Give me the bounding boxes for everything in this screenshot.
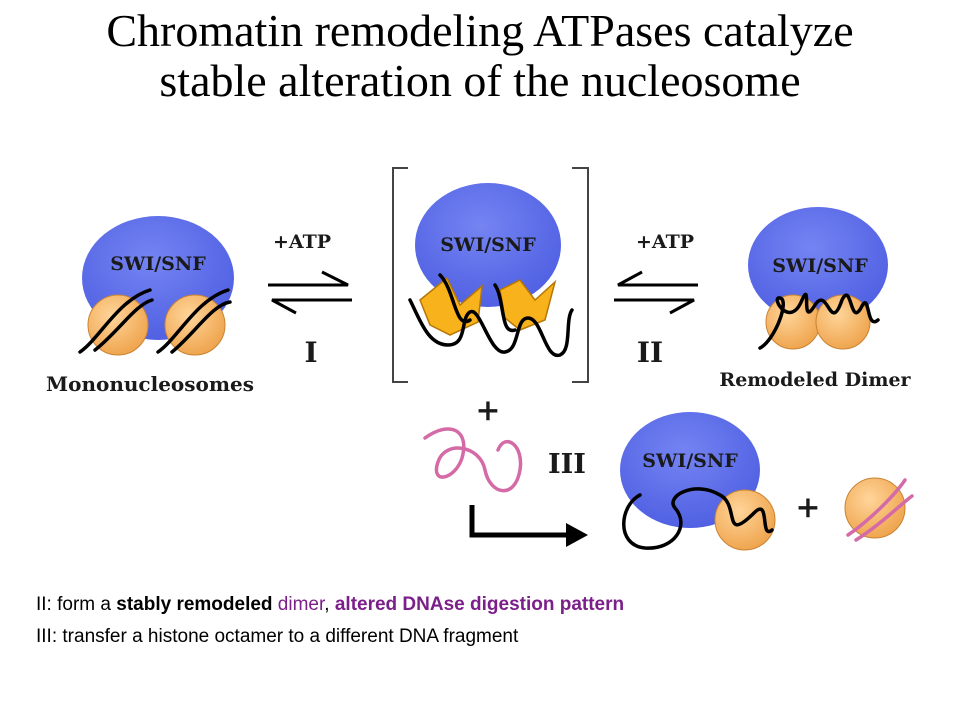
mononucleosomes-group: SWI/SNF Mononucleosomes [46,216,254,396]
intermediate-complex-group: SWI/SNF [392,167,589,383]
pink-dna-fragment [423,427,523,493]
nucleosome-left-1 [87,294,149,356]
pink-dna-wrapped [846,478,914,542]
plus-sign-middle: + [475,393,500,428]
dna-strand-left-2 [156,288,232,354]
free-nucleosome [844,477,906,539]
swi-snf-complex-right [748,207,888,323]
remodeled-nucleosome-1 [765,294,821,350]
plus-sign-bottom: + [795,490,820,525]
atp-label-ii: +ATP [636,231,694,253]
swi-snf-label-middle: SWI/SNF [440,234,536,256]
bracket-right [572,167,589,383]
reaction-iii-group: + III SWI/SNF + [423,393,914,551]
dna-loops-bottom [622,487,774,550]
forward-arrow-ii [614,298,695,315]
caption-1-purple-pattern: altered DNAse digestion pattern [334,594,625,615]
atp-label-i: +ATP [273,231,331,253]
caption-1-purple-dimer: dimer [272,594,325,615]
caption-line-2: III: transfer a histone octamer to a dif… [36,626,519,647]
swi-snf-label-right: SWI/SNF [772,255,868,277]
bracket-left [392,167,408,383]
nucleosome-left-2 [164,294,226,356]
reaction-ii-arrows: +ATP II [614,231,698,369]
caption-line-1: II: form a stably remodeled dimer, alter… [36,593,624,617]
slide-title: Chromatin remodeling ATPases catalyze st… [106,5,854,106]
dna-zigzag-right [758,292,880,350]
caption-1-bold: stably remodeled [116,594,273,615]
transfer-arrow-iii [469,505,570,538]
step-label-ii: II [637,336,663,369]
caption-1-comma: , [324,594,335,615]
reverse-arrow-ii [617,270,698,287]
mononucleosomes-label: Mononucleosomes [46,372,254,396]
swi-snf-complex-middle [415,183,561,307]
caption-1-prefix: II: form a [36,594,117,615]
remodeled-dimer-group: SWI/SNF Remodeled Dimer [719,207,912,391]
transfer-arrowhead [566,523,588,547]
histone-octamer-right [499,279,557,331]
reaction-i-arrows: +ATP I [268,231,352,369]
step-label-iii: III [548,449,586,480]
step-label-i: I [304,336,317,369]
swi-snf-label-left: SWI/SNF [110,253,206,275]
dna-loops-middle [408,273,574,357]
dna-strand-left-1 [78,288,154,354]
remodeled-dimer-label: Remodeled Dimer [719,369,911,391]
forward-arrow-i [268,270,349,287]
swi-snf-label-bottom: SWI/SNF [642,450,738,472]
reverse-arrow-i [271,298,352,315]
